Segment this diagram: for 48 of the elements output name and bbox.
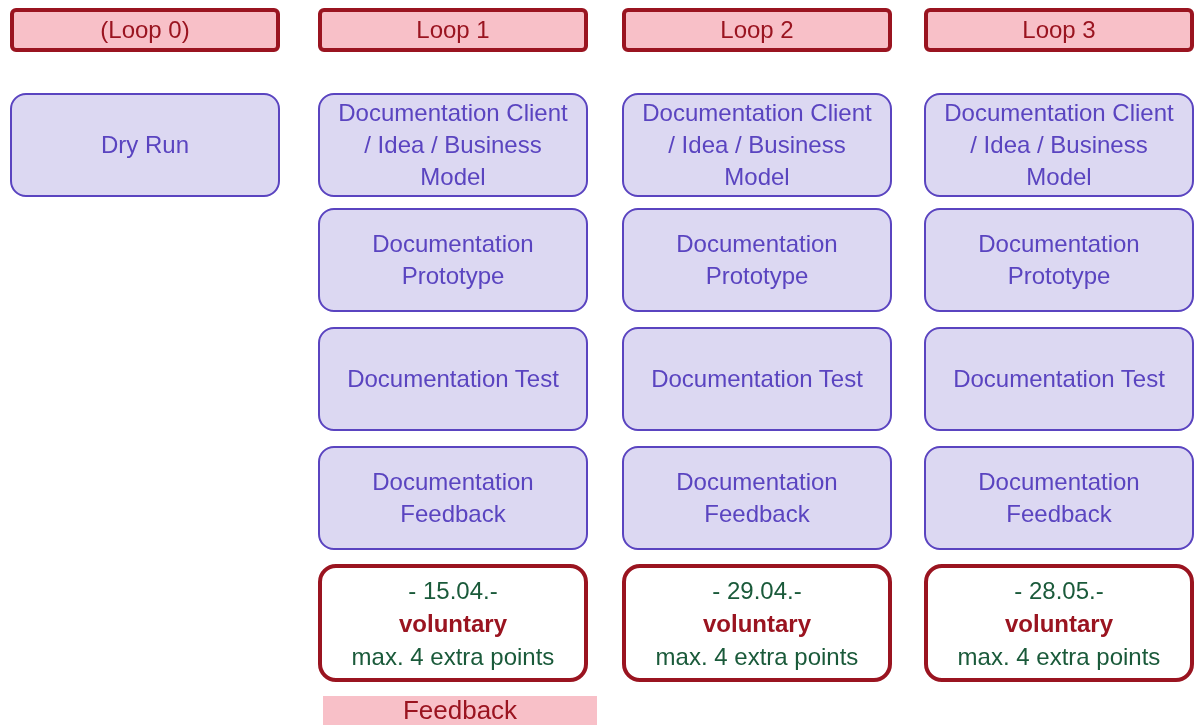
- loop-header: [622, 8, 892, 52]
- feedback-bar: [323, 696, 597, 725]
- task-box: [924, 93, 1194, 197]
- task-box: [622, 446, 892, 550]
- box-label: Feedback: [402, 695, 518, 725]
- deadline-text: - 15.04.-: [408, 575, 498, 606]
- emphasis-text: voluntary: [703, 608, 811, 639]
- deadline-text: max. 4 extra points: [351, 641, 555, 672]
- task-box: [622, 93, 892, 197]
- box-label: Loop 3: [1022, 16, 1096, 44]
- task-box: [622, 208, 892, 312]
- deadline-text: max. 4 extra points: [957, 641, 1161, 672]
- loop-header: [924, 8, 1194, 52]
- task-box: [318, 327, 588, 431]
- emphasis-text: voluntary: [399, 608, 507, 639]
- box-label: Documentation Test: [651, 364, 863, 394]
- task-box: [622, 327, 892, 431]
- box-label: (Loop 0): [100, 16, 190, 44]
- box-label: Documentation Feedback: [371, 467, 535, 529]
- box-label: Documentation Feedback: [977, 467, 1141, 529]
- task-box: [924, 446, 1194, 550]
- loop-header: [318, 8, 588, 52]
- task-box: [10, 93, 280, 197]
- box-label: Dry Run: [101, 130, 189, 160]
- task-box: [924, 327, 1194, 431]
- box-label: Documentation Test: [953, 364, 1165, 394]
- deadline-text: - 28.05.-: [1014, 575, 1104, 606]
- task-box: [318, 446, 588, 550]
- box-label: Documentation Client / Idea / Business Model: [943, 98, 1175, 192]
- box-label: Documentation Client / Idea / Business Model: [641, 98, 873, 192]
- box-label: Documentation Client / Idea / Business Model: [337, 98, 569, 192]
- box-label: Loop 2: [720, 16, 794, 44]
- loop-header: [10, 8, 280, 52]
- task-box: [924, 208, 1194, 312]
- deadline-text: max. 4 extra points: [655, 641, 859, 672]
- box-label: Loop 1: [416, 16, 490, 44]
- deadline-box: [924, 564, 1194, 682]
- deadline-box: [622, 564, 892, 682]
- task-box: [318, 208, 588, 312]
- box-label: Documentation Test: [347, 364, 559, 394]
- box-label: Documentation Prototype: [675, 229, 839, 291]
- deadline-box: [318, 564, 588, 682]
- emphasis-text: voluntary: [1005, 608, 1113, 639]
- box-label: Documentation Feedback: [675, 467, 839, 529]
- box-label: Documentation Prototype: [977, 229, 1141, 291]
- task-box: [318, 93, 588, 197]
- box-label: Documentation Prototype: [371, 229, 535, 291]
- deadline-text: - 29.04.-: [712, 575, 802, 606]
